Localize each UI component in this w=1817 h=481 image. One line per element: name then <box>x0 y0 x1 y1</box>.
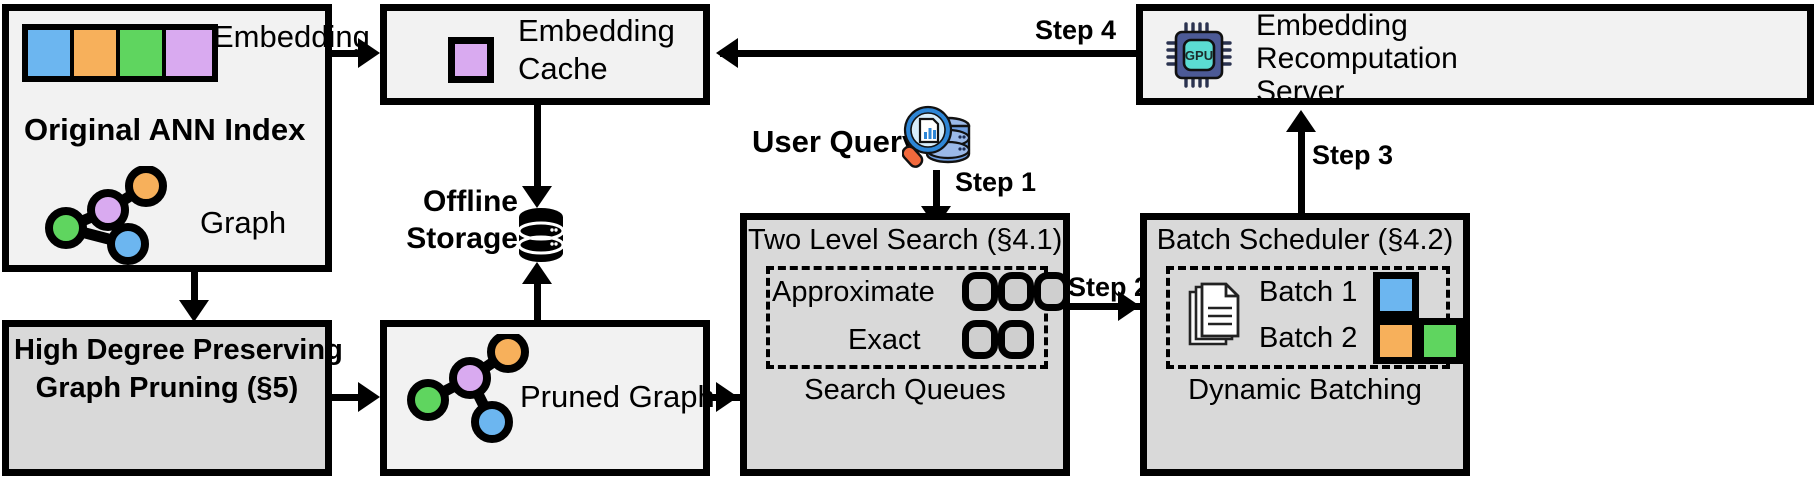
graph-pruning-line2: Graph Pruning (§5) <box>35 372 299 404</box>
arrow-index-to-pruning-line <box>191 272 198 306</box>
approximate-queue-cell-2 <box>998 272 1034 311</box>
embedding-label: Embedding <box>213 19 370 54</box>
original-graph-illustration <box>45 166 167 265</box>
arrow-step4-line <box>720 50 1136 57</box>
arrow-step2-line <box>1070 303 1142 310</box>
graph-pruning-box <box>2 320 332 476</box>
dynamic-batching-panel <box>1166 266 1450 369</box>
recomputation-server-line3: Server <box>1256 75 1345 108</box>
approximate-row-label: Approximate <box>772 276 935 308</box>
original-ann-index-title: Original ANN Index <box>24 112 306 147</box>
exact-queue-cell-1 <box>962 320 998 359</box>
step3-label: Step 3 <box>1312 140 1394 170</box>
approximate-queue-cell-3 <box>1034 272 1070 311</box>
batch-2-swatch-orange <box>1373 318 1419 364</box>
step4-label: Step 4 <box>1035 15 1117 45</box>
pruned-graph-illustration <box>407 334 529 443</box>
arrow-step2-head <box>1118 291 1140 321</box>
batch-scheduler-title: Batch Scheduler (§4.2) <box>1156 224 1454 256</box>
two-level-search-title: Two Level Search (§4.1) <box>748 224 1063 256</box>
search-queues-footer: Search Queues <box>804 374 1006 406</box>
embedding-cell-orange <box>74 30 120 76</box>
offline-storage-line1: Offline <box>423 185 518 218</box>
embedding-cell-purple <box>166 30 212 76</box>
recomputation-server-box <box>1136 4 1814 105</box>
offline-storage-line2: Storage <box>406 222 518 255</box>
pruned-graph-label: Pruned Graph <box>520 379 715 414</box>
recomputation-server-line2: Recomputation <box>1256 42 1458 75</box>
exact-row-label: Exact <box>848 324 921 356</box>
arrow-step4-head <box>716 38 738 68</box>
svg-text:GPU: GPU <box>1185 48 1213 63</box>
batch-1-swatch-blue <box>1373 272 1419 318</box>
embedding-cell-blue <box>28 30 74 76</box>
search-database-icon <box>902 105 971 168</box>
arrow-step3-head <box>1286 110 1316 132</box>
recomputation-server-line1: Embedding <box>1256 9 1408 42</box>
arrow-pruning-to-pruned-line <box>332 394 372 401</box>
batch-2-label: Batch 2 <box>1259 322 1358 354</box>
graph-label: Graph <box>200 205 287 240</box>
arrow-pruned-to-search-head <box>716 382 738 412</box>
database-icon <box>517 208 565 262</box>
arrow-step1-line <box>933 170 940 214</box>
arrow-pruned-to-storage-line <box>534 276 541 324</box>
documents-icon <box>1188 282 1240 346</box>
gpu-icon: GPU <box>1166 22 1232 88</box>
step1-label: Step 1 <box>955 167 1037 197</box>
batch-1-label: Batch 1 <box>1259 276 1358 308</box>
arrow-step3-line <box>1298 128 1305 214</box>
embedding-cache-box <box>380 4 710 105</box>
dynamic-batching-footer: Dynamic Batching <box>1188 374 1422 406</box>
embedding-cache-swatch <box>448 37 494 83</box>
embedding-cache-line1: Embedding <box>518 13 675 48</box>
arrow-cache-to-storage-line <box>534 105 541 194</box>
step2-label: Step 2 <box>1068 272 1150 302</box>
embedding-vector-strip <box>22 24 218 82</box>
arrow-index-to-cache-line <box>332 50 372 57</box>
graph-pruning-line1: High Degree Preserving <box>14 334 343 366</box>
user-query-label: User Query <box>752 124 920 159</box>
arrow-cache-to-storage-head <box>522 186 552 208</box>
exact-queue-cell-2 <box>998 320 1034 359</box>
arrow-index-to-pruning-head <box>179 300 209 322</box>
arrow-pruned-to-storage-head <box>522 262 552 284</box>
batch-2-swatch-green <box>1417 318 1463 364</box>
embedding-cell-green <box>120 30 166 76</box>
arrow-index-to-cache-head <box>358 38 380 68</box>
arrow-pruning-to-pruned-head <box>358 382 380 412</box>
search-queues-panel <box>766 266 1048 369</box>
approximate-queue-cell-1 <box>962 272 998 311</box>
embedding-cache-line2: Cache <box>518 51 608 86</box>
